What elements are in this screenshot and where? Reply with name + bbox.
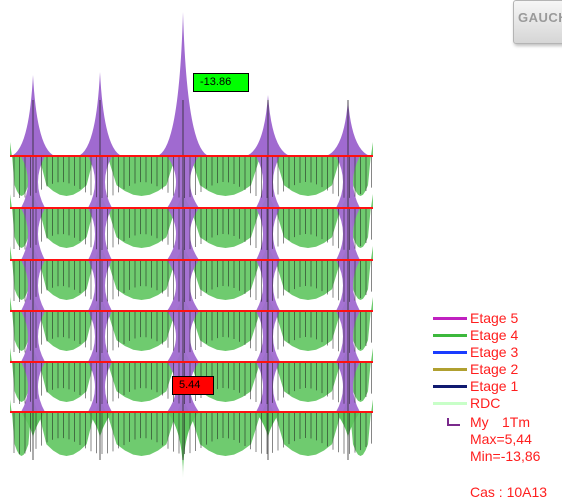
legend-label-etage-2: Etage 2 <box>470 361 519 377</box>
max-value-tag: 5.44 <box>172 376 214 395</box>
legend-item-etage-2: Etage 2 <box>420 361 560 378</box>
legend-min: Min=-13,86 <box>470 448 541 464</box>
view-left-label: GAUCH <box>518 10 562 25</box>
legend-item-etage-3: Etage 3 <box>420 344 560 361</box>
legend-swatch-etage-4 <box>433 334 467 337</box>
legend-case: Cas : 10A13 <box>470 484 548 500</box>
legend-label-etage-4: Etage 4 <box>470 327 519 343</box>
moment-symbol-icon <box>447 418 460 426</box>
legend-item-rdc: RDC <box>420 395 560 412</box>
legend-item-etage-4: Etage 4 <box>420 327 560 344</box>
diagram-hatching <box>13 100 372 460</box>
floor-beams <box>10 155 373 413</box>
legend-item-etage-1: Etage 1 <box>420 378 560 395</box>
legend-label-etage-1: Etage 1 <box>470 378 519 394</box>
legend-label-etage-5: Etage 5 <box>470 310 519 326</box>
legend-swatch-etage-5 <box>433 317 467 320</box>
min-value-tag: -13.86 <box>193 73 249 92</box>
legend-quantity: My <box>470 414 489 430</box>
legend-label-etage-3: Etage 3 <box>470 344 519 360</box>
legend-unit: 1Tm <box>502 414 530 430</box>
legend: Etage 5 Etage 4 Etage 3 Etage 2 Etage 1 … <box>420 310 560 500</box>
legend-max: Max=5,44 <box>470 431 532 447</box>
beam-moment-area <box>10 399 373 456</box>
legend-swatch-etage-3 <box>433 351 467 354</box>
legend-swatch-rdc <box>433 402 467 405</box>
legend-swatch-etage-2 <box>433 368 467 371</box>
legend-swatch-etage-1 <box>433 385 467 388</box>
legend-label-rdc: RDC <box>470 395 501 411</box>
column-moment-spike <box>157 12 209 156</box>
legend-item-etage-5: Etage 5 <box>420 310 560 327</box>
view-left-button[interactable]: GAUCH <box>513 0 562 44</box>
